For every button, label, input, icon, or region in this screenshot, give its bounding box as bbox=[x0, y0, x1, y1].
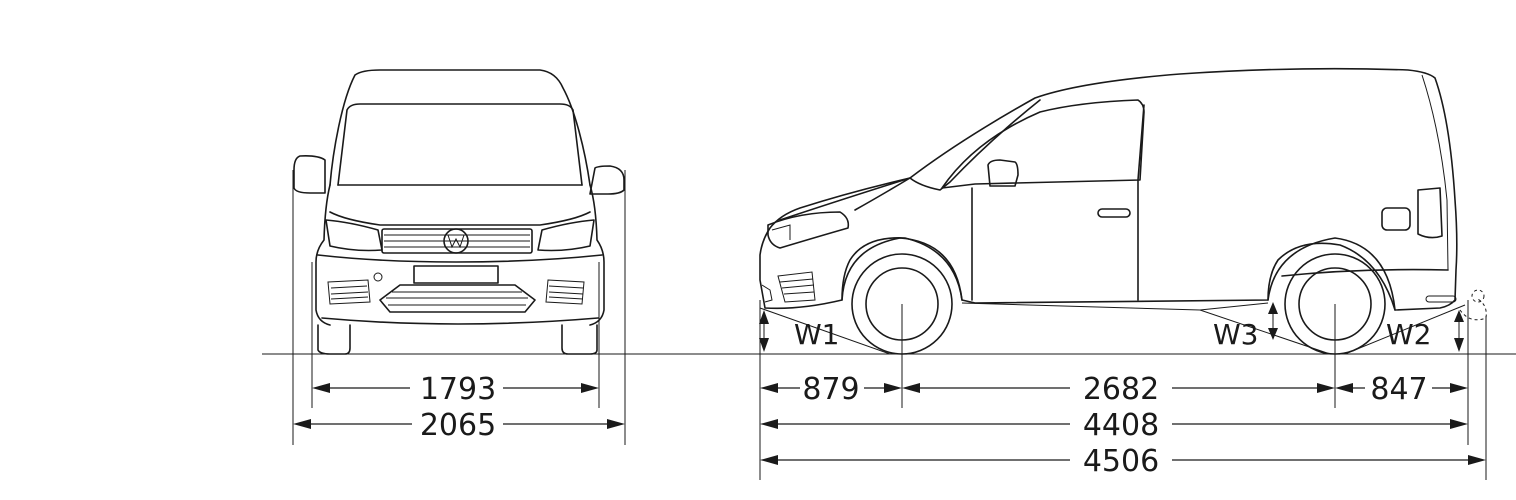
track-width-label: 1793 bbox=[420, 372, 496, 407]
overall-width-label: 2065 bbox=[420, 408, 496, 443]
ramp-angle-label: W3 bbox=[1213, 318, 1259, 351]
approach-angle-label: W1 bbox=[794, 318, 840, 351]
side-view-van bbox=[759, 67, 1487, 355]
departure-angle-label: W2 bbox=[1386, 318, 1432, 351]
rear-overhang-label: 847 bbox=[1370, 372, 1427, 407]
front-view-van bbox=[293, 69, 625, 355]
track-width-dimension: 1793 bbox=[312, 372, 599, 407]
wheelbase-dimension: 2682 bbox=[902, 372, 1335, 407]
side-view-extension-lines bbox=[759, 300, 1487, 480]
length-with-towbar-label: 4506 bbox=[1083, 444, 1159, 479]
wheelbase-label: 2682 bbox=[1083, 372, 1159, 407]
front-overhang-label: 879 bbox=[802, 372, 859, 407]
length-dimension: 4408 bbox=[760, 408, 1468, 443]
overall-width-dimension: 2065 bbox=[293, 408, 625, 443]
length-label: 4408 bbox=[1083, 408, 1159, 443]
rear-overhang-dimension: 847 bbox=[1335, 372, 1468, 407]
front-view-extension-lines bbox=[292, 170, 626, 445]
length-with-towbar-dimension: 4506 bbox=[760, 444, 1486, 479]
angle-indicators bbox=[759, 302, 1466, 355]
front-overhang-dimension: 879 bbox=[760, 372, 902, 407]
